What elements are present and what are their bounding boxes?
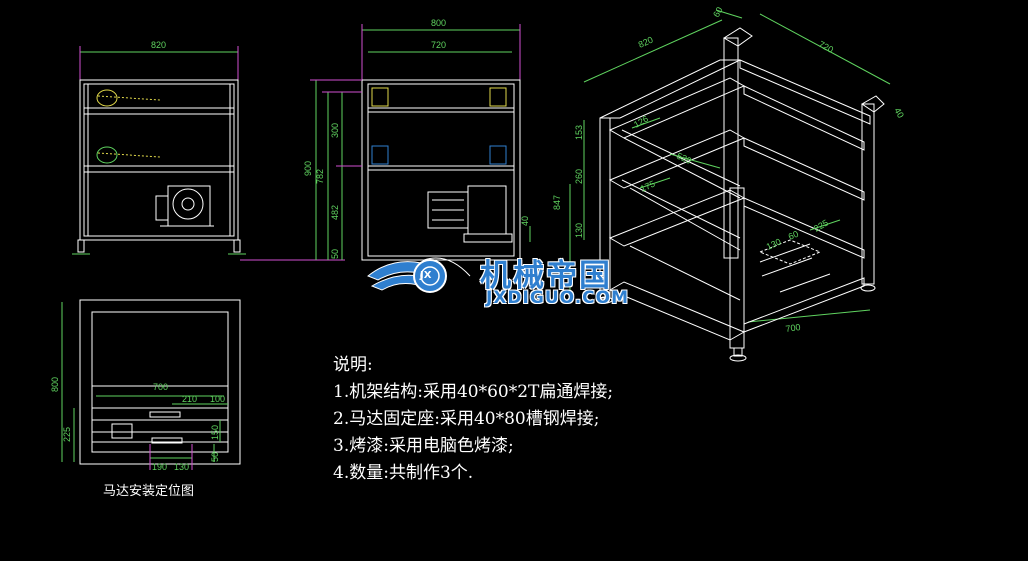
front-width-dim: 820 [151, 40, 166, 50]
note-item-1: 1.机架结构:采用40*60*2T扁通焊接; [333, 382, 614, 402]
iso-dim-126: 126 [632, 114, 650, 130]
notes-title: 说明: [333, 355, 373, 375]
logo-text-cn: 机械帝国 [480, 258, 612, 294]
side-inner-width-dim: 720 [431, 40, 446, 50]
side-height-dim-782: 782 [315, 169, 325, 184]
iso-dim-60: 60 [711, 5, 725, 19]
iso-view [569, 9, 891, 362]
iso-dim-60-base: 60 [787, 229, 800, 242]
side-height-dim-482: 482 [330, 205, 340, 220]
iso-dim-153: 153 [574, 125, 584, 140]
iso-dim-40: 40 [892, 106, 906, 120]
side-height-dim-300: 300 [330, 123, 340, 138]
iso-dim-520: 520 [675, 151, 693, 166]
iso-dim-225: 225 [812, 218, 830, 234]
iso-dim-130-left: 130 [574, 223, 584, 238]
bottom-view [61, 299, 241, 470]
side-overall-width-dim: 800 [431, 18, 446, 28]
bottom-dim-700: 700 [153, 382, 168, 392]
side-height-dim-50: 50 [330, 249, 340, 259]
iso-dim-130-right: 130 [765, 237, 783, 252]
side-height-dim-900: 900 [303, 161, 313, 176]
notes-block: 说明: 1.机架结构:采用40*60*2T扁通焊接; 2.马达固定座:采用40*… [333, 352, 613, 487]
iso-dim-700: 700 [785, 322, 801, 334]
site-logo: 机械帝国 JXDIGUO.COM JX [368, 246, 668, 316]
bottom-dim-50: 50 [210, 452, 220, 462]
logo-badge-letter: JX [420, 270, 432, 281]
note-item-4: 4.数量:共制作3个. [333, 463, 474, 483]
note-item-3: 3.烤漆:采用电脑色烤漆; [333, 436, 514, 456]
bottom-dim-150: 150 [210, 425, 220, 440]
bottom-dim-190: 190 [152, 462, 167, 472]
bottom-dim-210: 210 [182, 394, 197, 404]
bottom-dim-225: 225 [62, 427, 72, 442]
side-height-dim-40: 40 [520, 216, 530, 226]
iso-dim-847: 847 [552, 195, 562, 210]
note-item-2: 2.马达固定座:采用40*80槽钢焊接; [333, 409, 600, 429]
bottom-dim-130: 130 [174, 462, 189, 472]
iso-dim-260: 260 [574, 169, 584, 184]
iso-dim-820: 820 [637, 35, 655, 50]
bottom-dim-100: 100 [210, 394, 225, 404]
front-view [72, 46, 345, 261]
logo-text-en: JXDIGUO.COM [486, 288, 630, 308]
motor-position-caption: 马达安装定位图 [103, 484, 195, 499]
side-view [310, 24, 531, 261]
logo-emblem [367, 257, 471, 293]
bottom-dim-800: 800 [50, 377, 60, 392]
